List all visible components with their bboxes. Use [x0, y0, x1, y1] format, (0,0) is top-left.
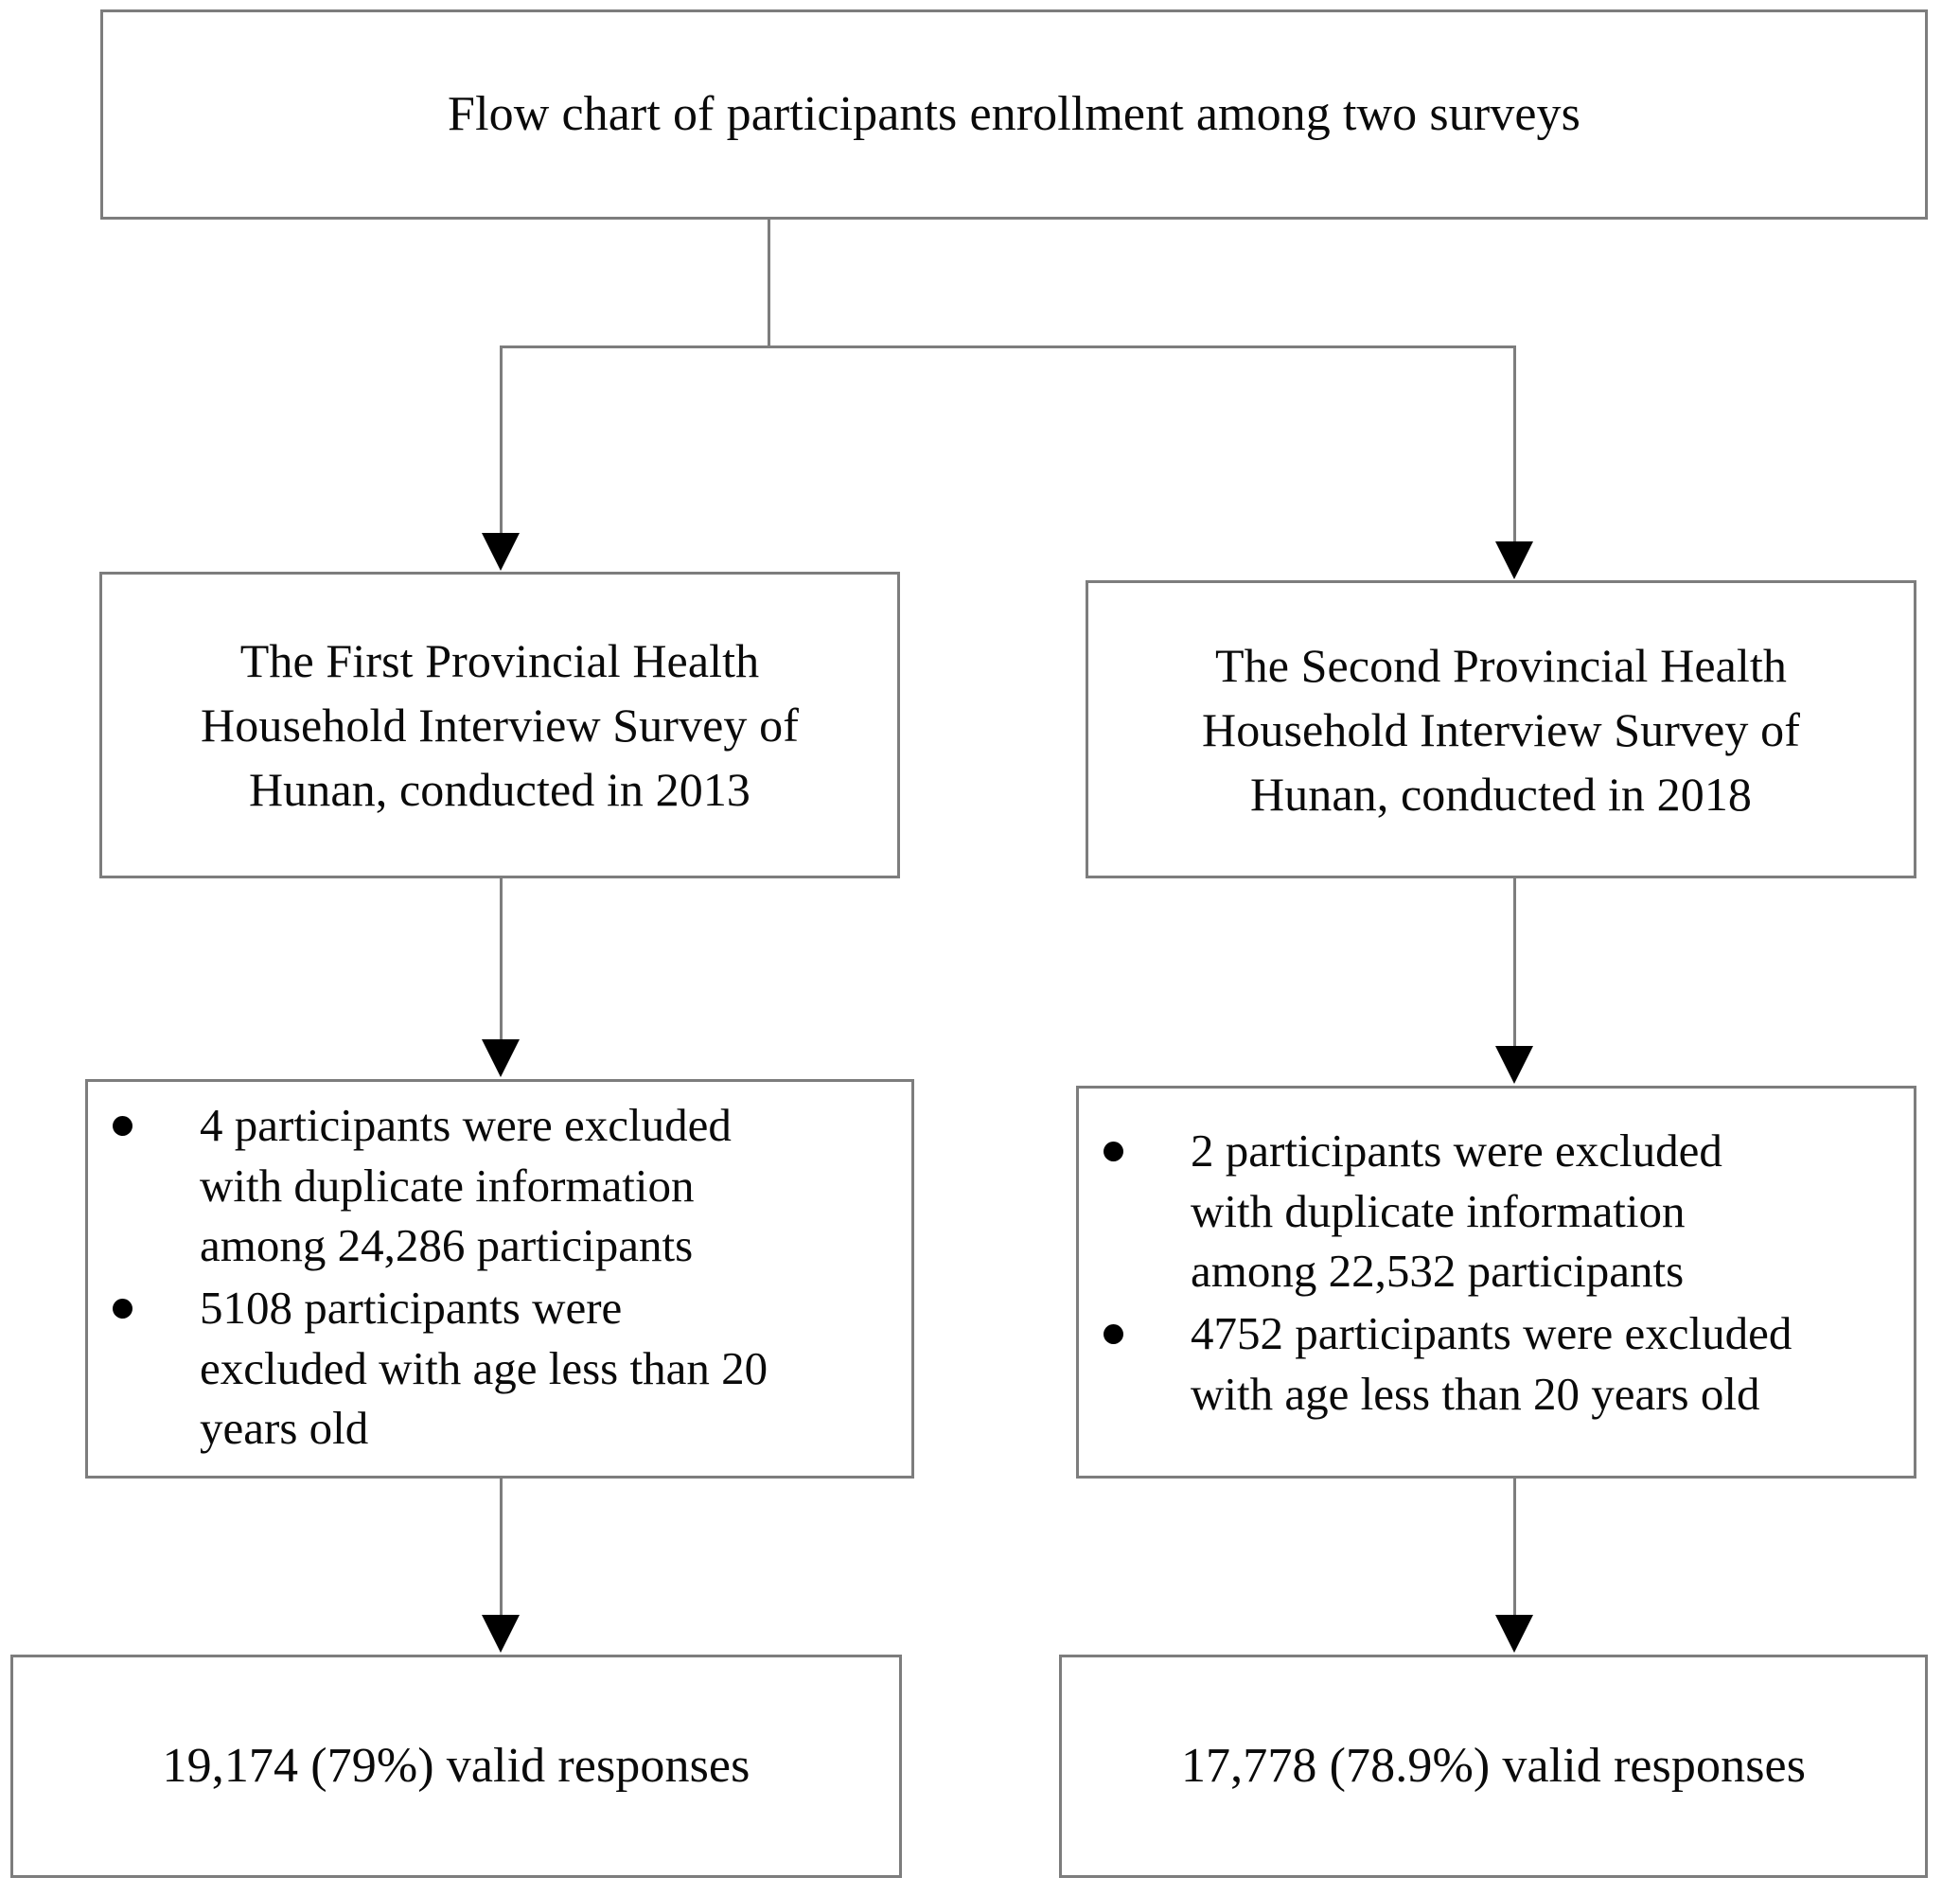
bullet-dot-icon	[113, 1299, 132, 1319]
connector-exclusion-to-result-right	[1513, 1479, 1516, 1617]
exclusion-list-item: 5108 participants were excluded with age…	[88, 1278, 902, 1459]
survey-label-left: The First Provincial Health Household In…	[201, 634, 799, 816]
bullet-dot-icon	[113, 1116, 132, 1136]
bullet-dot-icon	[1104, 1142, 1123, 1161]
exclusion-box-right: 2 participants were excluded with duplic…	[1076, 1086, 1916, 1479]
flowchart-title-text: Flow chart of participants enrollment am…	[448, 87, 1580, 142]
exclusion-list-left: 4 participants were excluded with duplic…	[88, 1082, 911, 1461]
exclusion-item-text: 4 participants were excluded with duplic…	[200, 1099, 732, 1272]
connector-survey-to-exclusion-right	[1513, 878, 1516, 1048]
result-box-right: 17,778 (78.9%) valid responses	[1059, 1655, 1928, 1878]
arrowhead-icon-survey-to-exclusion-left	[482, 1039, 520, 1077]
arrowhead-icon-survey-to-exclusion-right	[1495, 1046, 1533, 1084]
exclusion-list-item: 2 participants were excluded with duplic…	[1079, 1121, 1904, 1302]
exclusion-item-text: 2 participants were excluded with duplic…	[1191, 1125, 1722, 1298]
connector-survey-to-exclusion-left	[500, 878, 503, 1041]
exclusion-list-item: 4 participants were excluded with duplic…	[88, 1095, 902, 1276]
survey-label-right: The Second Provincial Health Household I…	[1202, 638, 1800, 821]
connector-exclusion-to-result-left	[500, 1479, 503, 1617]
arrowhead-icon-exclusion-to-result-right	[1495, 1615, 1533, 1653]
connector-title-stem	[768, 220, 770, 345]
connector-split-bar	[500, 345, 1516, 348]
exclusion-list-item: 4752 participants were excluded with age…	[1079, 1303, 1904, 1424]
connector-split-drop-right	[1513, 345, 1516, 543]
exclusion-item-text: 4752 participants were excluded with age…	[1191, 1307, 1792, 1420]
result-label-left: 19,174 (79%) valid responses	[162, 1739, 750, 1794]
connector-split-drop-left	[500, 345, 503, 535]
result-label-right: 17,778 (78.9%) valid responses	[1180, 1739, 1807, 1794]
result-box-left: 19,174 (79%) valid responses	[10, 1655, 902, 1878]
bullet-dot-icon	[1104, 1324, 1123, 1345]
survey-box-right: The Second Provincial Health Household I…	[1086, 580, 1916, 878]
exclusion-list-right: 2 participants were excluded with duplic…	[1079, 1089, 1914, 1426]
exclusion-box-left: 4 participants were excluded with duplic…	[85, 1079, 914, 1479]
arrowhead-icon-title-to-survey-left	[482, 533, 520, 571]
arrowhead-icon-exclusion-to-result-left	[482, 1615, 520, 1653]
flowchart-title-box: Flow chart of participants enrollment am…	[100, 9, 1928, 220]
survey-box-left: The First Provincial Health Household In…	[99, 572, 900, 878]
arrowhead-icon-title-to-survey-right	[1495, 541, 1533, 579]
exclusion-item-text: 5108 participants were excluded with age…	[200, 1282, 768, 1455]
